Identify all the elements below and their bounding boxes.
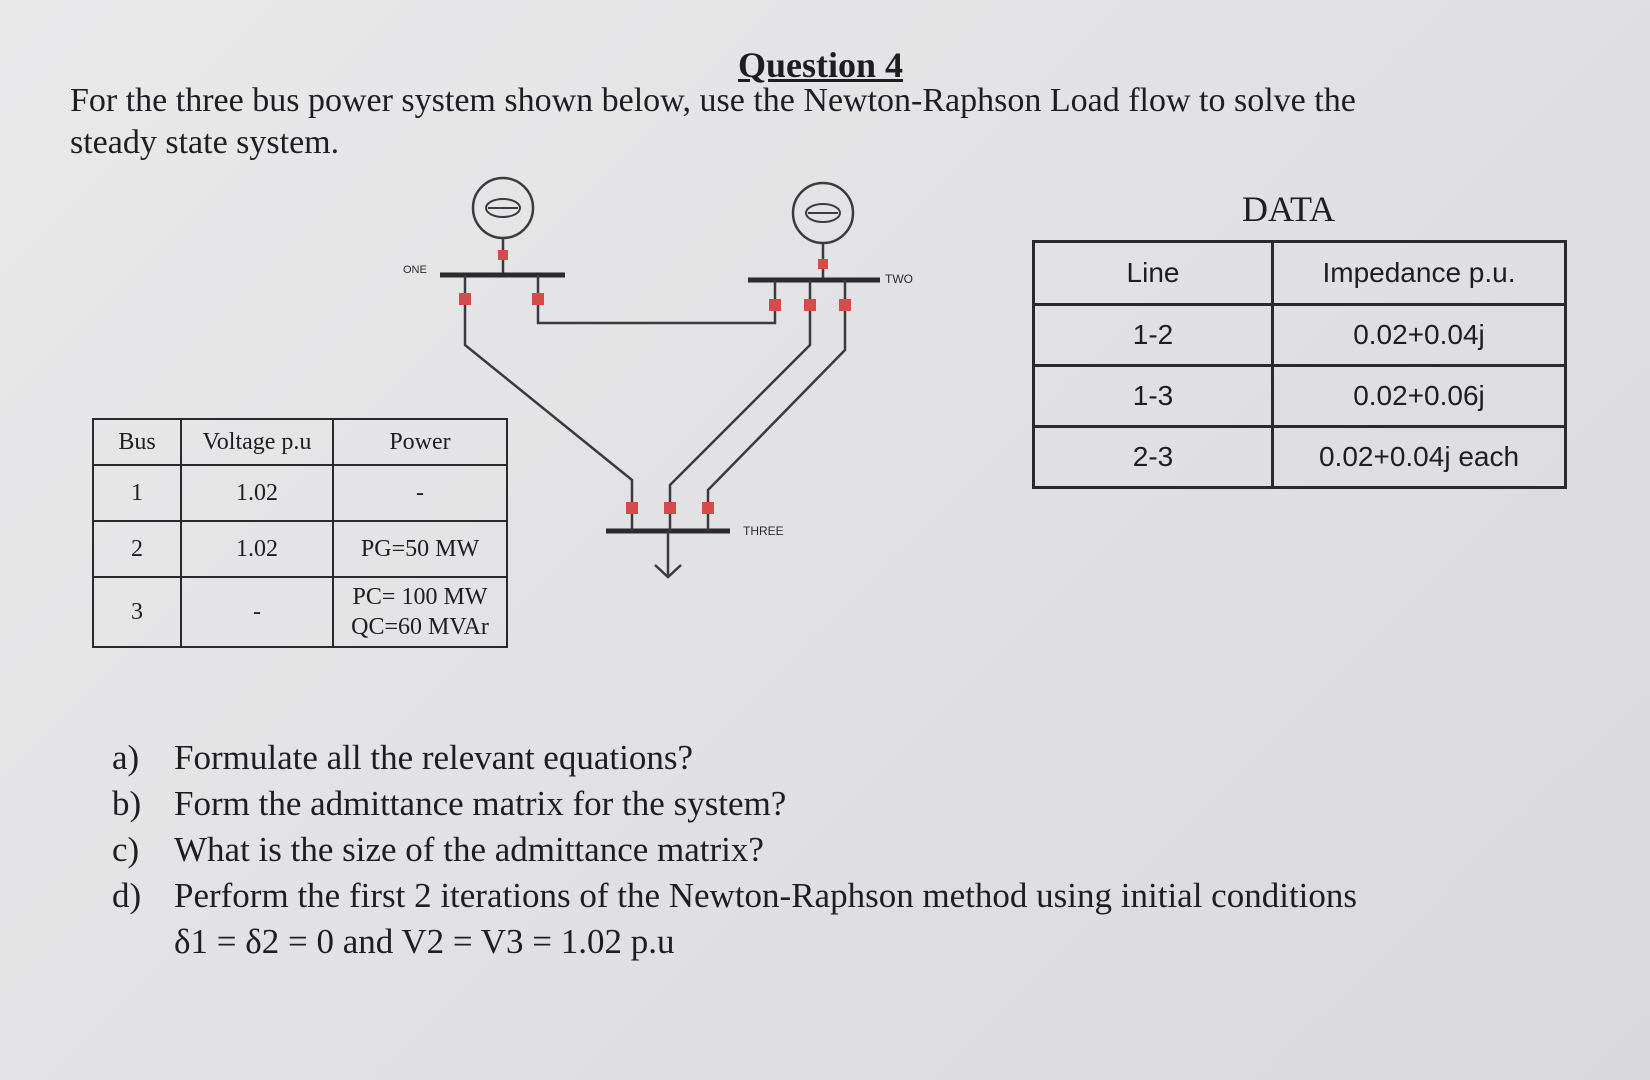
question-item: b) Form the admittance matrix for the sy…	[112, 781, 1612, 827]
bus-power: -	[332, 464, 508, 522]
initial-conditions: δ1 = δ2 = 0 and V2 = V3 = 1.02 p.u	[174, 922, 675, 961]
question-letter: d)	[112, 876, 142, 915]
question-text: Formulate all the relevant equations?	[174, 738, 693, 777]
bus-row: 2 1.02 PG=50 MW	[92, 520, 508, 578]
line-row: 2-3 0.02+0.04j each	[1032, 425, 1567, 489]
question-text: Perform the first 2 iterations of the Ne…	[174, 876, 1358, 915]
line-impedance: 0.02+0.06j	[1271, 364, 1567, 428]
question-item: d) Perform the first 2 iterations of the…	[112, 873, 1612, 919]
line-row: 1-3 0.02+0.06j	[1032, 364, 1567, 428]
bus-voltage: -	[180, 576, 334, 648]
bus-two-label: TWO	[885, 272, 913, 286]
generator-two-icon	[791, 181, 855, 280]
line-id: 1-3	[1032, 364, 1274, 428]
question-letter: b)	[112, 784, 142, 823]
line-id: 2-3	[1032, 425, 1274, 489]
question-list: a) Formulate all the relevant equations?…	[112, 735, 1612, 965]
intro-text: For the three bus power system shown bel…	[70, 80, 1630, 164]
line-id: 1-2	[1032, 303, 1274, 367]
question-title: Question 4	[738, 45, 904, 85]
question-letter: a)	[112, 738, 140, 777]
intro-line-2: steady state system.	[70, 124, 340, 161]
bus-power: PG=50 MW	[332, 520, 508, 578]
bus-number: 3	[92, 576, 182, 648]
line-header: Line	[1032, 240, 1274, 306]
bus-number: 1	[92, 464, 182, 522]
question-text: Form the admittance matrix for the syste…	[174, 784, 787, 823]
generator-one-icon	[471, 176, 535, 275]
line-data-table: Line Impedance p.u. 1-2 0.02+0.04j 1-3 0…	[1032, 240, 1567, 489]
bus-power-q: QC=60 MVAr	[351, 614, 489, 640]
bus-row: 1 1.02 -	[92, 464, 508, 522]
question-item: c) What is the size of the admittance ma…	[112, 827, 1612, 873]
line-impedance: 0.02+0.04j	[1271, 303, 1567, 367]
data-title: DATA	[1242, 189, 1336, 229]
bus-voltage: 1.02	[180, 464, 334, 522]
bus-voltage: 1.02	[180, 520, 334, 578]
question-text: What is the size of the admittance matri…	[174, 830, 764, 869]
bus-row: 3 - PC= 100 MW QC=60 MVAr	[92, 576, 508, 648]
question-item: a) Formulate all the relevant equations?	[112, 735, 1612, 781]
bus-number: 2	[92, 520, 182, 578]
impedance-header: Impedance p.u.	[1271, 240, 1567, 306]
bus-header: Bus	[92, 418, 182, 466]
intro-line-1: For the three bus power system shown bel…	[70, 82, 1356, 119]
line-1-2	[536, 275, 777, 325]
line-impedance: 0.02+0.04j each	[1271, 425, 1567, 489]
line-row: 1-2 0.02+0.04j	[1032, 303, 1567, 367]
line-2-3-b	[706, 280, 847, 531]
bus-three-label: THREE	[743, 524, 784, 538]
power-header: Power	[332, 418, 508, 466]
question-letter: c)	[112, 830, 140, 869]
voltage-header: Voltage p.u	[180, 418, 334, 466]
load-arrow-icon	[654, 531, 682, 579]
bus-one-label: ONE	[403, 264, 427, 276]
bus-table: Bus Voltage p.u Power 1 1.02 - 2 1.02 PG…	[92, 418, 508, 648]
bus-power-p: PC= 100 MW	[352, 584, 488, 610]
bus-power: PC= 100 MW QC=60 MVAr	[332, 576, 508, 648]
breakers	[459, 293, 851, 514]
